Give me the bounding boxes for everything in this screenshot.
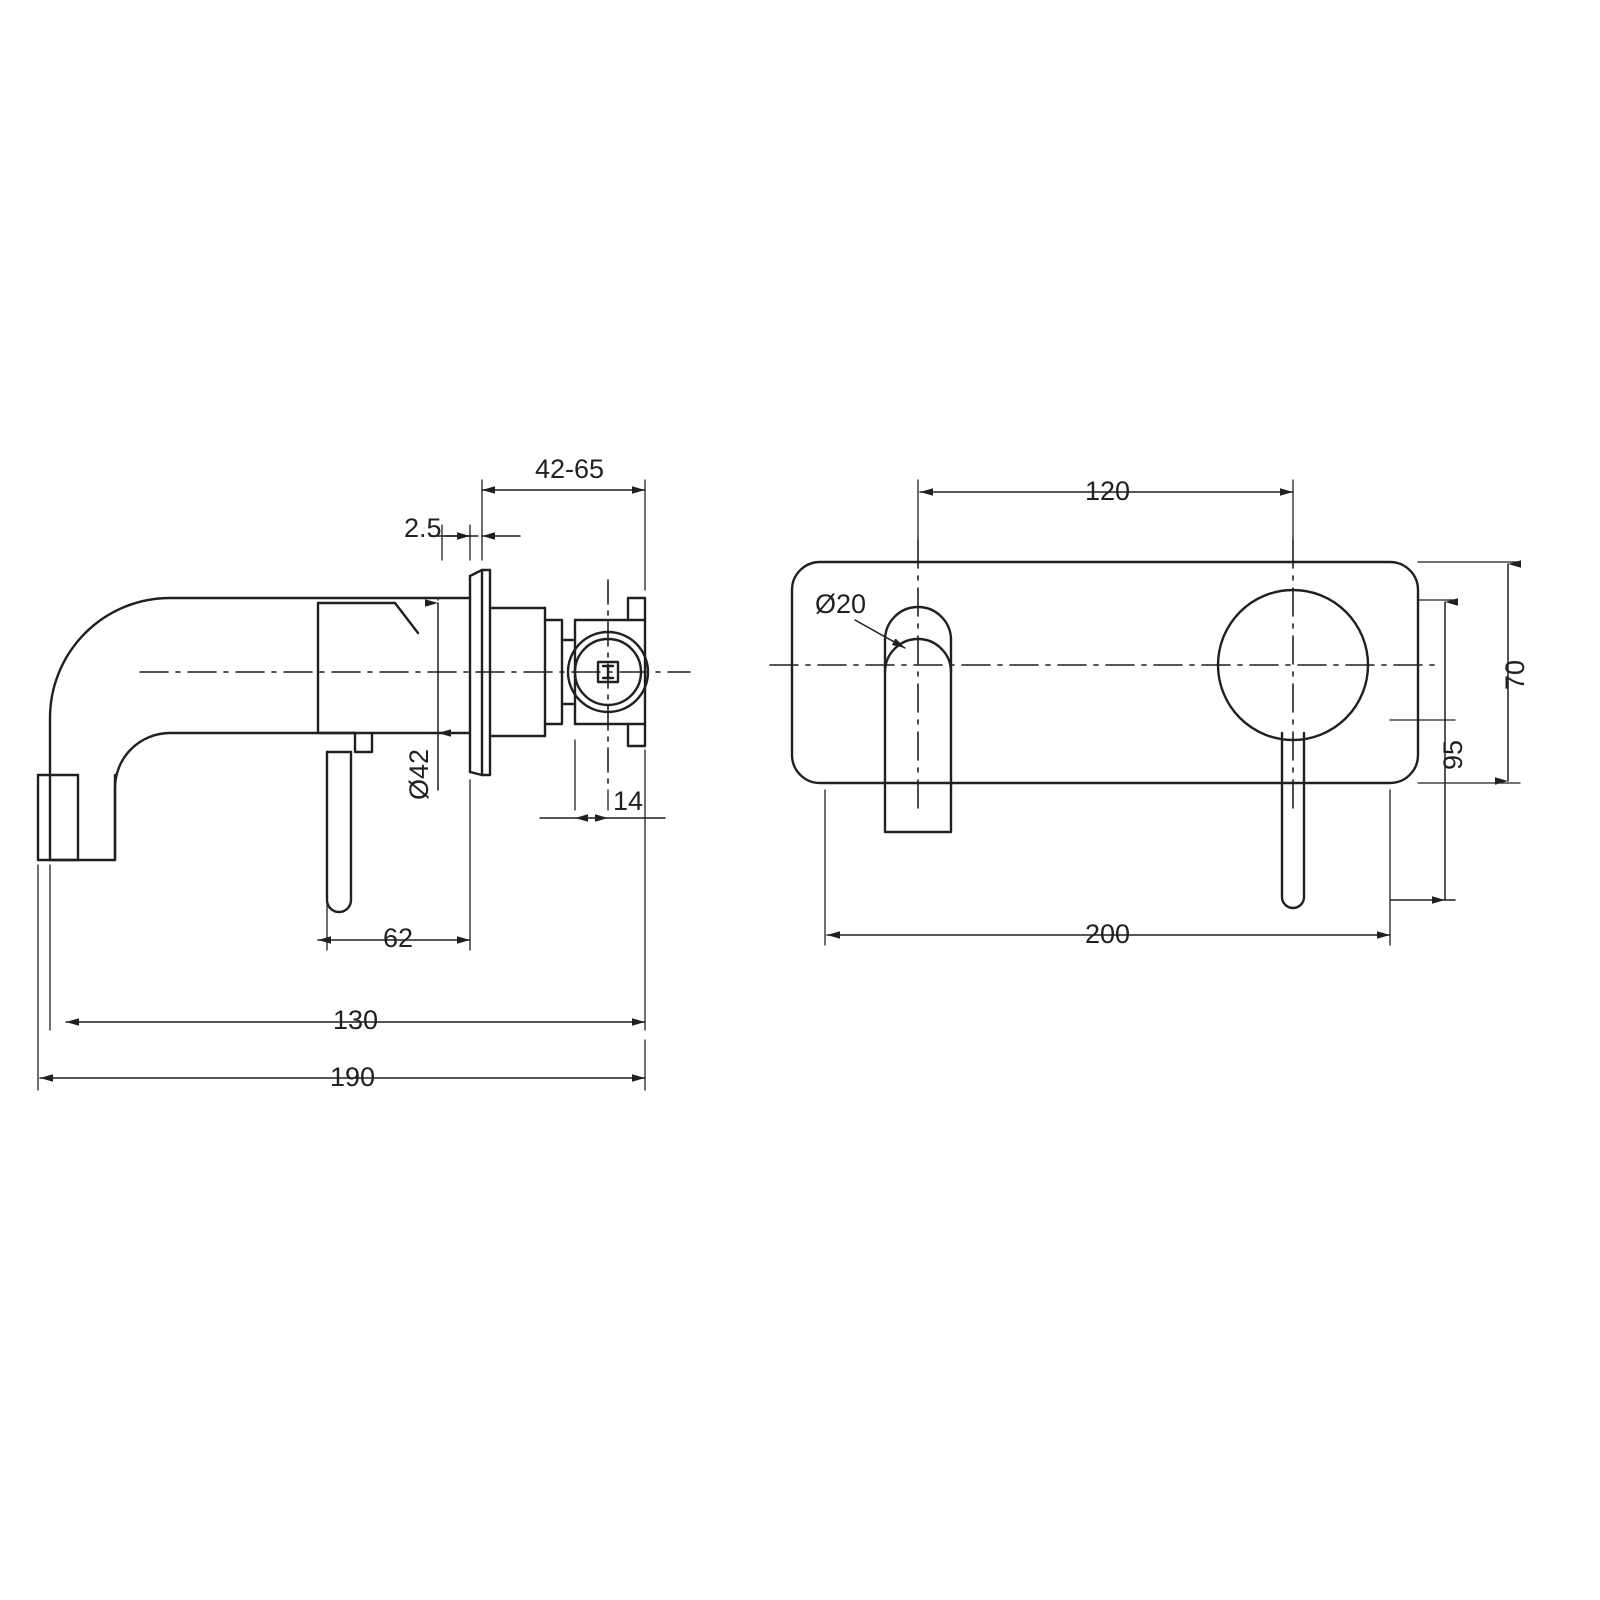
dim-label-42-65: 42-65 xyxy=(535,454,604,484)
dim-label-95: 95 xyxy=(1438,740,1468,770)
side-elevation-geometry xyxy=(36,568,650,914)
dim-label-200: 200 xyxy=(1085,919,1130,949)
dim-label-2.5: 2.5 xyxy=(404,513,442,543)
dim-label-120: 120 xyxy=(1085,476,1130,506)
dim-label-190: 190 xyxy=(330,1062,375,1092)
dim-label-70: 70 xyxy=(1500,660,1530,690)
dim-label-14: 14 xyxy=(613,786,643,816)
dim-label-dia42: Ø42 xyxy=(404,749,434,800)
dim-label-dia20: Ø20 xyxy=(815,589,866,619)
leader-dia20 xyxy=(854,619,906,649)
side-extension-lines xyxy=(37,479,646,1091)
front-extension-lines xyxy=(824,479,1521,946)
front-elevation-geometry xyxy=(790,560,1420,910)
dim-label-130: 130 xyxy=(333,1005,378,1035)
dim-label-62: 62 xyxy=(383,923,413,953)
dim-dia42 xyxy=(424,597,453,791)
dim-95 xyxy=(1389,598,1458,904)
front-centerlines xyxy=(769,539,1441,811)
